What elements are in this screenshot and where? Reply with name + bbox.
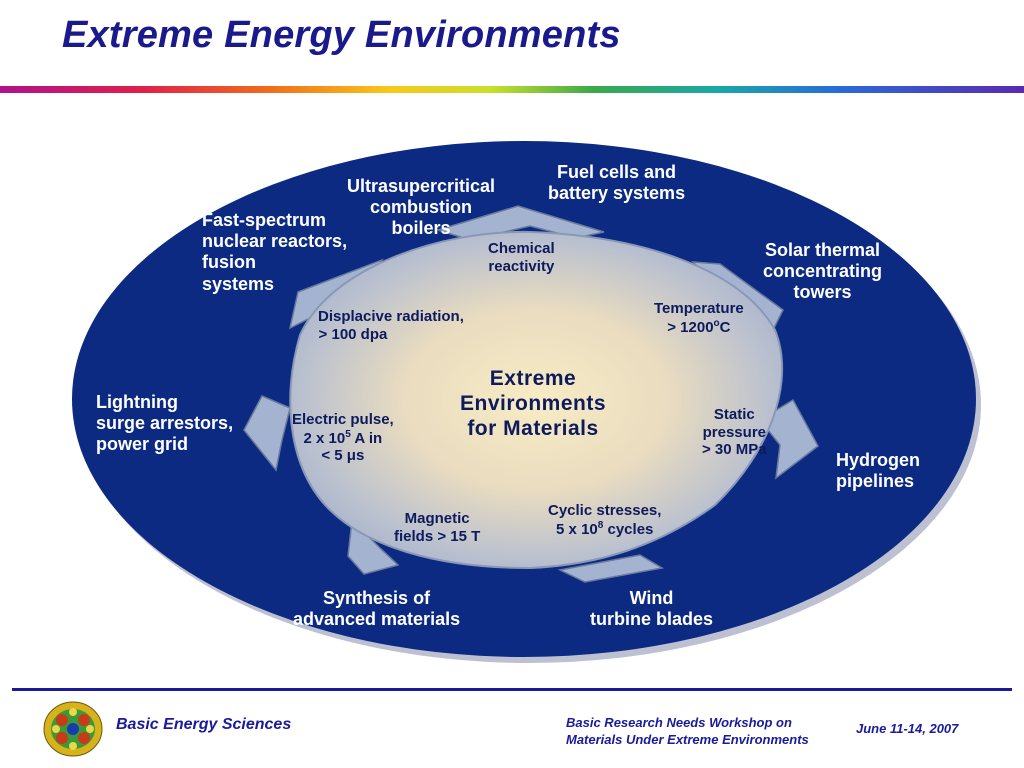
inner-disk <box>289 230 783 570</box>
condition-static-pressure: Static pressure > 30 MPa <box>702 406 767 459</box>
condition-chemical: Chemical reactivity <box>488 240 555 275</box>
condition-static-line1: Static <box>713 406 755 423</box>
bes-logo-icon <box>43 701 103 757</box>
center-line1: Extreme <box>489 367 577 390</box>
footer-date: June 11-14, 2007 <box>856 721 959 736</box>
condition-electric-line2: 2 x 105 A in <box>303 428 383 447</box>
ultrasupercritical-line3: boilers <box>391 218 451 239</box>
fuel-cells-line2: battery systems <box>548 183 686 204</box>
lightning-line2: surge arrestors, <box>96 413 234 434</box>
cyclic-exponent: 8 <box>597 519 604 531</box>
condition-cyclic-base: 5 x 10 <box>556 520 598 538</box>
application-ultrasupercritical: Ultrasupercritical combustion boilers <box>347 176 495 240</box>
degree-sup: o <box>713 317 720 329</box>
condition-cyclic-line2: 5 x 108 cycles <box>556 519 654 538</box>
slide-title: Extreme Energy Environments <box>62 14 621 56</box>
footer-left: Basic Energy Sciences <box>116 716 292 733</box>
condition-electric-line3: < 5 μs <box>321 447 365 465</box>
application-fuel-cells: Fuel cells and battery systems <box>548 162 685 204</box>
condition-electric-line1: Electric pulse, <box>292 411 394 428</box>
fast-spectrum-line2: nuclear reactors, <box>202 231 348 252</box>
footer-divider <box>12 688 1012 691</box>
wind-line1: Wind <box>629 588 674 608</box>
condition-magnetic-line1: Magnetic <box>404 510 470 527</box>
application-hydrogen: Hydrogen pipelines <box>836 450 920 492</box>
condition-temperature-value: > 1200 <box>667 318 714 336</box>
condition-radiation-line1: Displacive radiation, <box>318 308 464 325</box>
application-solar: Solar thermal concentrating towers <box>763 240 882 304</box>
condition-temperature-unit: C <box>719 318 731 336</box>
condition-temperature-line2: > 1200oC <box>667 317 731 336</box>
footer-middle-line1: Basic Research Needs Workshop on <box>566 715 792 730</box>
condition-temperature-line1: Temperature <box>654 300 744 317</box>
condition-cyclic-line1: Cyclic stresses, <box>548 502 662 519</box>
condition-static-line3: > 30 MPa <box>702 441 767 459</box>
condition-chemical-line2: reactivity <box>488 257 555 275</box>
application-lightning: Lightning surge arrestors, power grid <box>96 392 233 456</box>
condition-chemical-line1: Chemical <box>488 240 555 257</box>
center-line2: Environments <box>459 392 607 416</box>
application-wind: Wind turbine blades <box>590 588 713 630</box>
condition-static-line2: pressure <box>702 423 766 441</box>
condition-magnetic-line2: fields > 15 T <box>394 527 481 545</box>
hydrogen-line1: Hydrogen <box>836 450 921 470</box>
lightning-line1: Lightning <box>96 392 178 412</box>
footer-middle: Basic Research Needs Workshop on Materia… <box>566 715 809 749</box>
ring-arrow-left-down <box>243 395 291 472</box>
electric-exponent: 5 <box>345 428 351 440</box>
condition-radiation-line2: > 100 dpa <box>318 325 388 343</box>
application-synthesis: Synthesis of advanced materials <box>293 588 460 630</box>
condition-magnetic: Magnetic fields > 15 T <box>394 510 480 545</box>
solar-line3: towers <box>793 282 852 303</box>
solar-line1: Solar thermal <box>764 240 881 260</box>
center-title: Extreme Environments for Materials <box>436 366 630 442</box>
rainbow-divider <box>0 86 1024 93</box>
ring-arrow-right-down <box>758 398 819 480</box>
application-fast-spectrum: Fast-spectrum nuclear reactors, fusion s… <box>202 210 347 295</box>
ultrasupercritical-line1: Ultrasupercritical <box>347 176 496 196</box>
footer-middle-line2: Materials Under Extreme Environments <box>566 731 809 747</box>
fast-spectrum-line1: Fast-spectrum <box>202 210 327 230</box>
hydrogen-line2: pipelines <box>836 471 915 492</box>
solar-line2: concentrating <box>763 261 883 282</box>
condition-temperature: Temperature > 1200oC <box>654 300 744 336</box>
condition-cyclic-unit: cycles <box>603 520 654 538</box>
wind-line2: turbine blades <box>590 609 714 630</box>
synthesis-line2: advanced materials <box>293 609 461 630</box>
condition-cyclic: Cyclic stresses, 5 x 108 cycles <box>548 502 661 538</box>
fuel-cells-line1: Fuel cells and <box>557 162 677 182</box>
center-line3: for Materials <box>467 417 599 441</box>
condition-radiation: Displacive radiation, > 100 dpa <box>318 308 464 343</box>
synthesis-line1: Synthesis of <box>323 588 431 608</box>
fast-spectrum-line4: systems <box>202 273 275 294</box>
condition-electric-base: 2 x 10 <box>303 429 346 447</box>
ring-arrow-bottom <box>557 554 665 583</box>
ultrasupercritical-line2: combustion <box>370 197 473 218</box>
lightning-line3: power grid <box>96 434 189 455</box>
fast-spectrum-line3: fusion <box>202 252 256 273</box>
condition-electric: Electric pulse, 2 x 105 A in < 5 μs <box>292 411 394 465</box>
condition-electric-unit: A in <box>350 429 383 447</box>
